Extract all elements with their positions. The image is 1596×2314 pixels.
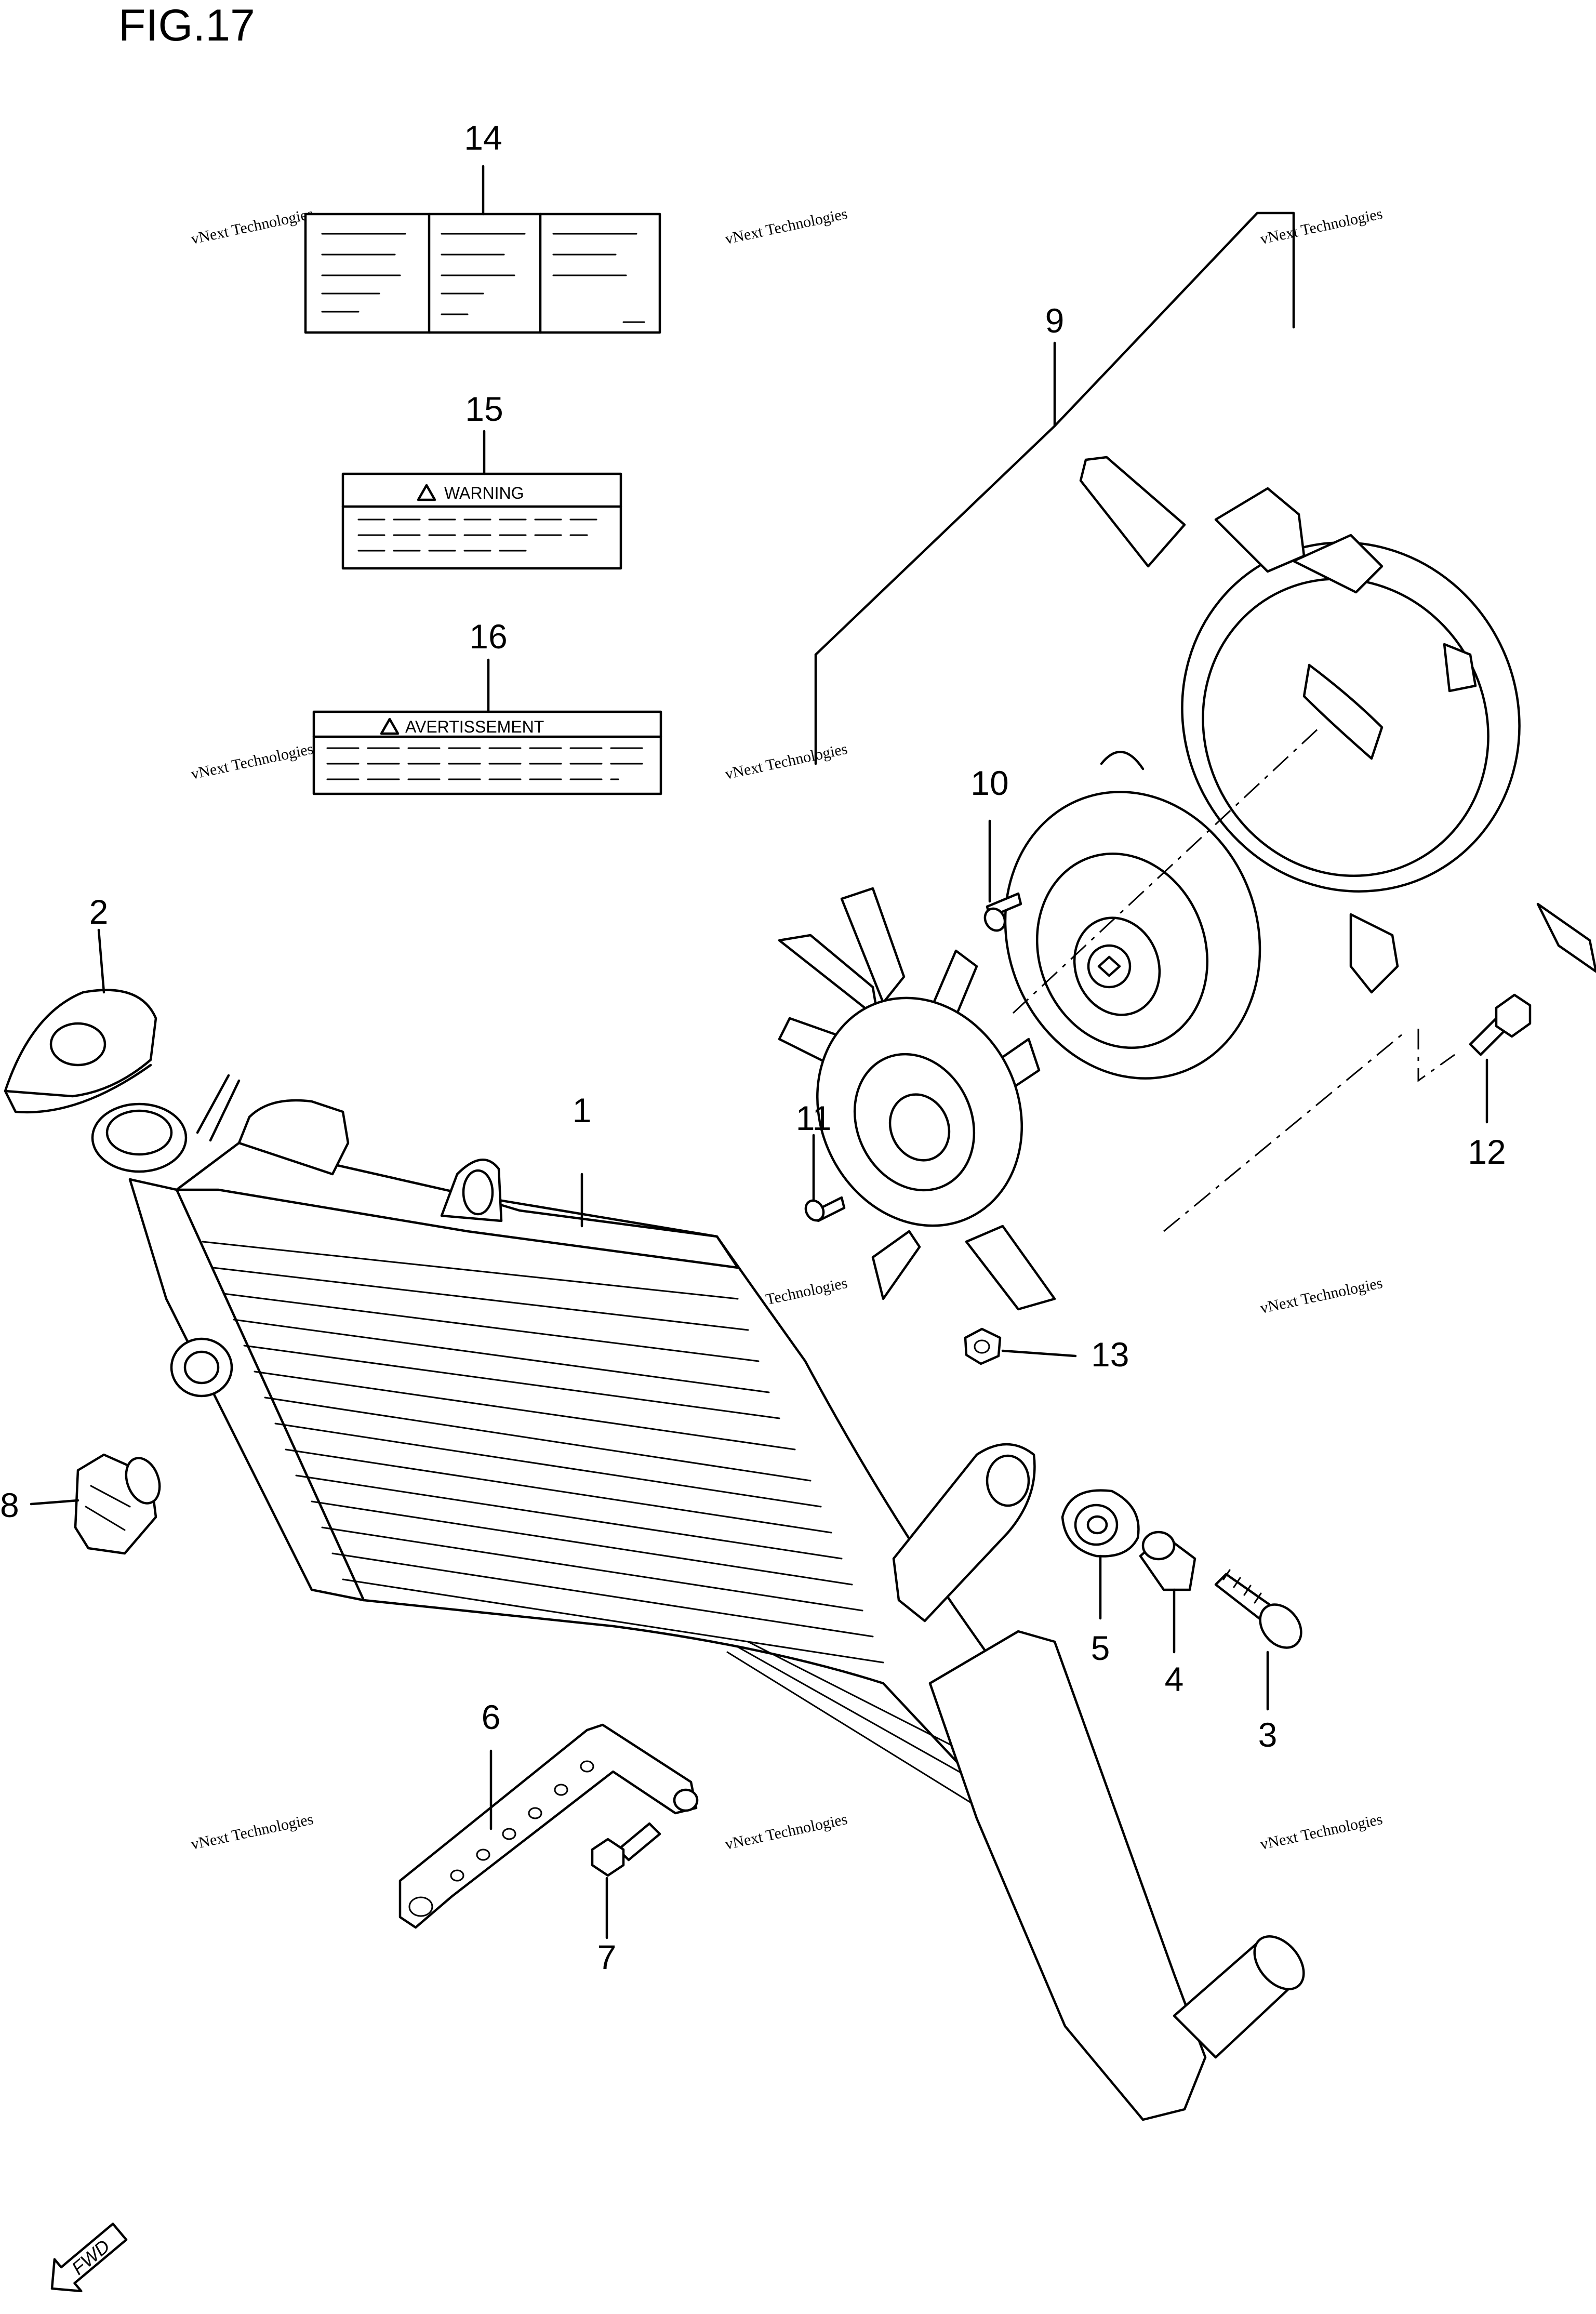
- part-9-fan-shroud: [1079, 456, 1596, 994]
- part-15-warning-label: WARNING: [341, 472, 622, 570]
- radiator-fins: [202, 1241, 1035, 1830]
- part-11-screw: [804, 1196, 846, 1222]
- part-14-label-sticker: [304, 212, 661, 334]
- callout-13: 13: [1091, 1335, 1129, 1374]
- watermark: vNext Technologies: [1259, 1274, 1384, 1317]
- callout-8: 8: [0, 1486, 19, 1524]
- callout-2: 2: [89, 893, 109, 931]
- watermark: vNext Technologies: [190, 1811, 315, 1853]
- watermark: vNext Technologies: [724, 740, 849, 783]
- part-12-bolt: [1469, 993, 1532, 1056]
- part-2-radiator-cap: [4, 989, 157, 1114]
- watermark-text: vNext Technologies: [1259, 1274, 1384, 1317]
- watermark: vNext Technologies: [1259, 1811, 1384, 1853]
- callout-12: 12: [1468, 1133, 1506, 1171]
- part-6-bracket: [398, 1723, 699, 1929]
- part-3-bolt: [1214, 1569, 1302, 1649]
- fan-motor: [1004, 751, 1261, 1080]
- assembly-centerline: [1012, 726, 1321, 1014]
- callout-4: 4: [1165, 1660, 1184, 1698]
- part-10-screw: [983, 892, 1022, 932]
- part-7-bolt: [591, 1822, 661, 1877]
- callout-10: 10: [970, 764, 1008, 802]
- assembly-centerline: [1417, 1029, 1455, 1082]
- watermark: vNext Technologies: [1259, 205, 1384, 248]
- callout-5: 5: [1091, 1629, 1110, 1667]
- part-4-collar: [1139, 1531, 1196, 1591]
- watermark: vNext Technologies: [724, 205, 849, 248]
- watermark-text: vNext Technologies: [724, 205, 849, 248]
- part-5-grommet: [1061, 1489, 1140, 1558]
- watermark-text: vNext Technologies: [190, 740, 315, 783]
- watermark: vNext Technologies: [190, 205, 315, 248]
- warning-label-text: WARNING: [444, 484, 524, 502]
- callout-7: 7: [597, 1938, 617, 1976]
- watermark: vNext Technologies: [190, 740, 315, 783]
- callout-15: 15: [465, 390, 503, 428]
- watermark-text: vNext Technologies: [724, 1811, 849, 1853]
- callout-1: 1: [573, 1091, 592, 1129]
- watermark-text: vNext Technologies: [190, 1811, 315, 1853]
- fwd-arrow-icon: FWD: [50, 2223, 128, 2293]
- callout-16: 16: [469, 617, 507, 656]
- avertissement-label-text: AVERTISSEMENT: [405, 717, 544, 736]
- callout-11: 11: [796, 1099, 832, 1137]
- part-13-nut: [964, 1327, 1002, 1365]
- callout-14: 14: [464, 118, 502, 157]
- callout-9: 9: [1045, 301, 1065, 340]
- watermark: vNext Technologies: [724, 1811, 849, 1853]
- fan-blade: [778, 887, 1056, 1311]
- figure-title: FIG.17: [118, 1, 255, 50]
- watermark-text: vNext Technologies: [724, 740, 849, 783]
- callout-6: 6: [482, 1698, 501, 1736]
- watermark-text: vNext Technologies: [1259, 205, 1384, 248]
- part-1-radiator: [91, 1074, 1305, 2121]
- callout-3: 3: [1258, 1715, 1278, 1754]
- part-8-thermo-switch: [74, 1453, 161, 1555]
- watermark-text: vNext Technologies: [1259, 1811, 1384, 1853]
- assembly-centerline: [1163, 1033, 1403, 1232]
- part-16-avertissement-label: AVERTISSEMENT: [312, 710, 662, 795]
- watermark-text: vNext Technologies: [190, 205, 315, 248]
